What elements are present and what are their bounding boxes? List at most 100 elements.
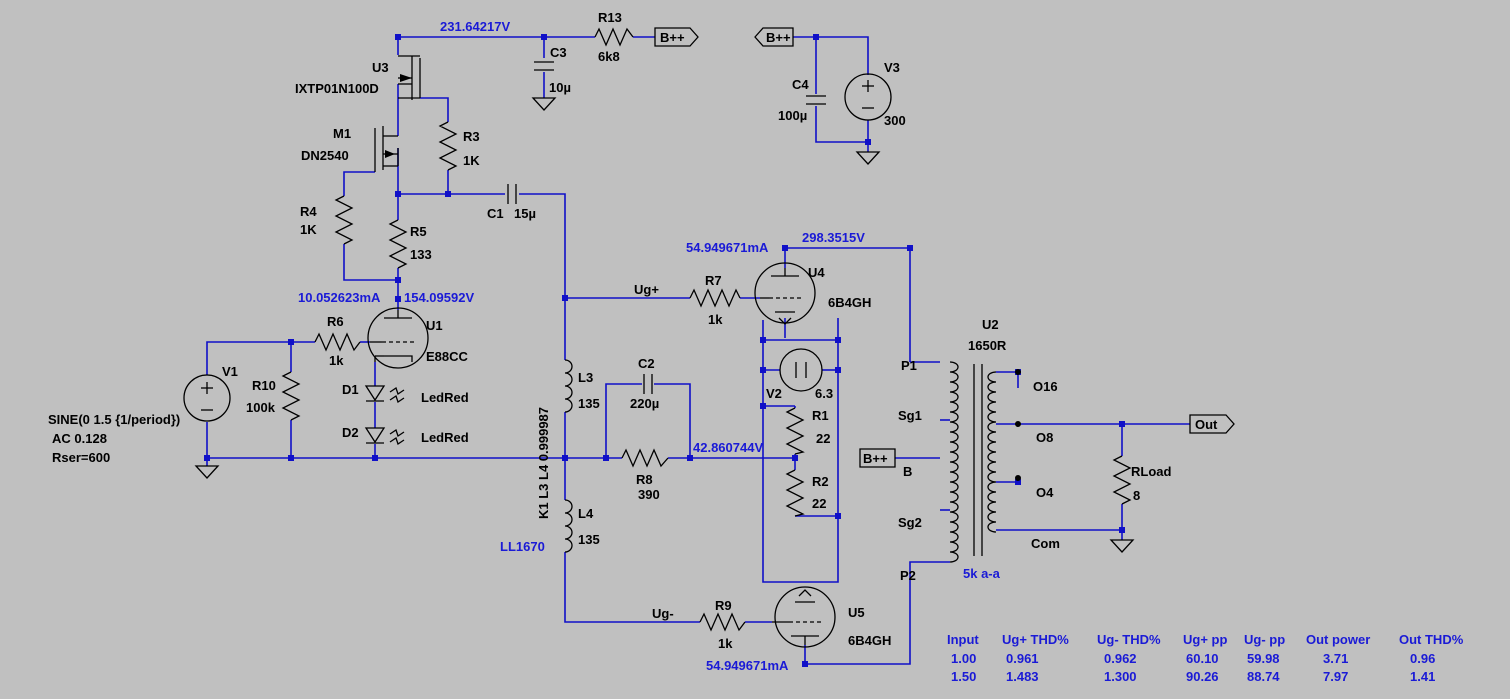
- results-header-cell: Ug+ THD%: [1002, 632, 1069, 647]
- table-cell: 0.961: [1006, 651, 1039, 666]
- pin-p2: P2: [900, 568, 916, 583]
- ground-v1: [194, 465, 220, 479]
- value-m1: DN2540: [301, 148, 349, 163]
- coupling-k1: K1 L3 L4 0.999987: [536, 407, 551, 519]
- resistor-r8: [621, 448, 669, 468]
- net-flag-b-plus-supply: [754, 27, 794, 47]
- resistor-rload: [1112, 455, 1132, 505]
- capacitor-c2: [643, 374, 653, 394]
- value-c2: 220µ: [630, 396, 659, 411]
- resistor-r1: [785, 407, 805, 455]
- results-header-cell: Out THD%: [1399, 632, 1464, 647]
- net-flag-b-plus-r13: [654, 27, 699, 47]
- label-r4: R4: [300, 204, 317, 219]
- label-r1: R1: [812, 408, 829, 423]
- value-rload: 8: [1133, 488, 1140, 503]
- capacitor-c3: [534, 61, 554, 71]
- mosfet-u3: [398, 55, 421, 100]
- table-cell: 60.10: [1186, 651, 1219, 666]
- label-d2: D2: [342, 425, 359, 440]
- u2-ratio: 5k a-a: [963, 566, 1001, 581]
- value-c1: 15µ: [514, 206, 536, 221]
- value-d1: LedRed: [421, 390, 469, 405]
- net-flag-b-plus-transformer: [859, 448, 896, 468]
- led-d2: [364, 427, 405, 446]
- label-u3: U3: [372, 60, 389, 75]
- capacitor-c1: [507, 184, 517, 204]
- transformer-u2: [949, 361, 1021, 563]
- value-r10: 100k: [246, 400, 276, 415]
- label-r8: R8: [636, 472, 653, 487]
- label-u5: U5: [848, 605, 865, 620]
- table-cell: 1.483: [1006, 669, 1039, 684]
- label-r10: R10: [252, 378, 276, 393]
- resistor-r4: [334, 195, 354, 245]
- value-u5: 6B4GH: [848, 633, 891, 648]
- net-label-ug-plus: Ug+: [634, 282, 659, 297]
- label-d1: D1: [342, 382, 359, 397]
- label-ll1670: LL1670: [500, 539, 545, 554]
- value-u4: 6B4GH: [828, 295, 871, 310]
- table-cell: 1.00: [951, 651, 976, 666]
- op-u4-anode: 298.3515V: [802, 230, 865, 245]
- table-row: 1.50 1.483 1.300 90.26 88.74 7.97 1.41: [951, 669, 1435, 684]
- led-d1: [364, 385, 405, 404]
- resistor-r6: [314, 332, 361, 352]
- results-header-cell: Input: [947, 632, 979, 647]
- value-r6: 1k: [329, 353, 344, 368]
- table-cell: 59.98: [1247, 651, 1280, 666]
- value-c3: 10µ: [549, 80, 571, 95]
- label-u2: U2: [982, 317, 999, 332]
- table-cell: 1.41: [1410, 669, 1435, 684]
- value-l4: 135: [578, 532, 600, 547]
- label-r13: R13: [598, 10, 622, 25]
- net-label-out: Out: [1195, 417, 1218, 432]
- value-d2: LedRed: [421, 430, 469, 445]
- pin-sg2: Sg2: [898, 515, 922, 530]
- resistor-r3: [438, 121, 458, 171]
- value-l3: 135: [578, 396, 600, 411]
- pin-o16: O16: [1033, 379, 1058, 394]
- value-u1: E88CC: [426, 349, 469, 364]
- net-label-ug-minus: Ug-: [652, 606, 674, 621]
- net-label-b-plus-2: B++: [766, 30, 791, 45]
- value-r4: 1K: [300, 222, 317, 237]
- results-header: Input Ug+ THD% Ug- THD% Ug+ pp Ug- pp Ou…: [947, 632, 1464, 647]
- table-cell: 88.74: [1247, 669, 1280, 684]
- value-v3: 300: [884, 113, 906, 128]
- net-flag-out: [1189, 414, 1235, 434]
- table-cell: 90.26: [1186, 669, 1219, 684]
- voltage-source-v2: [779, 348, 823, 392]
- label-r9: R9: [715, 598, 732, 613]
- pin-b: B: [903, 464, 912, 479]
- mosfet-m1: [374, 126, 399, 172]
- label-c2: C2: [638, 356, 655, 371]
- voltage-source-v3: [844, 73, 892, 121]
- resistor-r10: [281, 371, 301, 421]
- value-r7: 1k: [708, 312, 723, 327]
- label-r7: R7: [705, 273, 722, 288]
- label-r6: R6: [327, 314, 344, 329]
- results-table: Input Ug+ THD% Ug- THD% Ug+ pp Ug- pp Ou…: [947, 632, 1464, 684]
- resistor-r5: [388, 219, 408, 269]
- op-u1-anode: 154.09592V: [404, 290, 474, 305]
- inductor-l3: [564, 359, 573, 413]
- resistor-r9: [699, 612, 746, 632]
- results-header-cell: Ug- pp: [1244, 632, 1285, 647]
- value-r1: 22: [816, 431, 830, 446]
- resistor-r13: [594, 27, 634, 47]
- voltage-source-v1: [183, 374, 231, 422]
- results-header-cell: Ug+ pp: [1183, 632, 1227, 647]
- resistor-r2: [785, 469, 805, 517]
- table-cell: 7.97: [1323, 669, 1348, 684]
- table-row: 1.00 0.961 0.962 60.10 59.98 3.71 0.96: [951, 651, 1435, 666]
- op-u5-current: 54.949671mA: [706, 658, 789, 673]
- v1-spec-line-1: SINE(0 1.5 {1/period}): [48, 412, 180, 427]
- triode-u4: [754, 262, 816, 325]
- net-label-b-plus-3: B++: [863, 451, 888, 466]
- label-c3: C3: [550, 45, 567, 60]
- label-l4: L4: [578, 506, 594, 521]
- v1-spec-line-2: AC 0.128: [52, 431, 107, 446]
- table-cell: 0.96: [1410, 651, 1435, 666]
